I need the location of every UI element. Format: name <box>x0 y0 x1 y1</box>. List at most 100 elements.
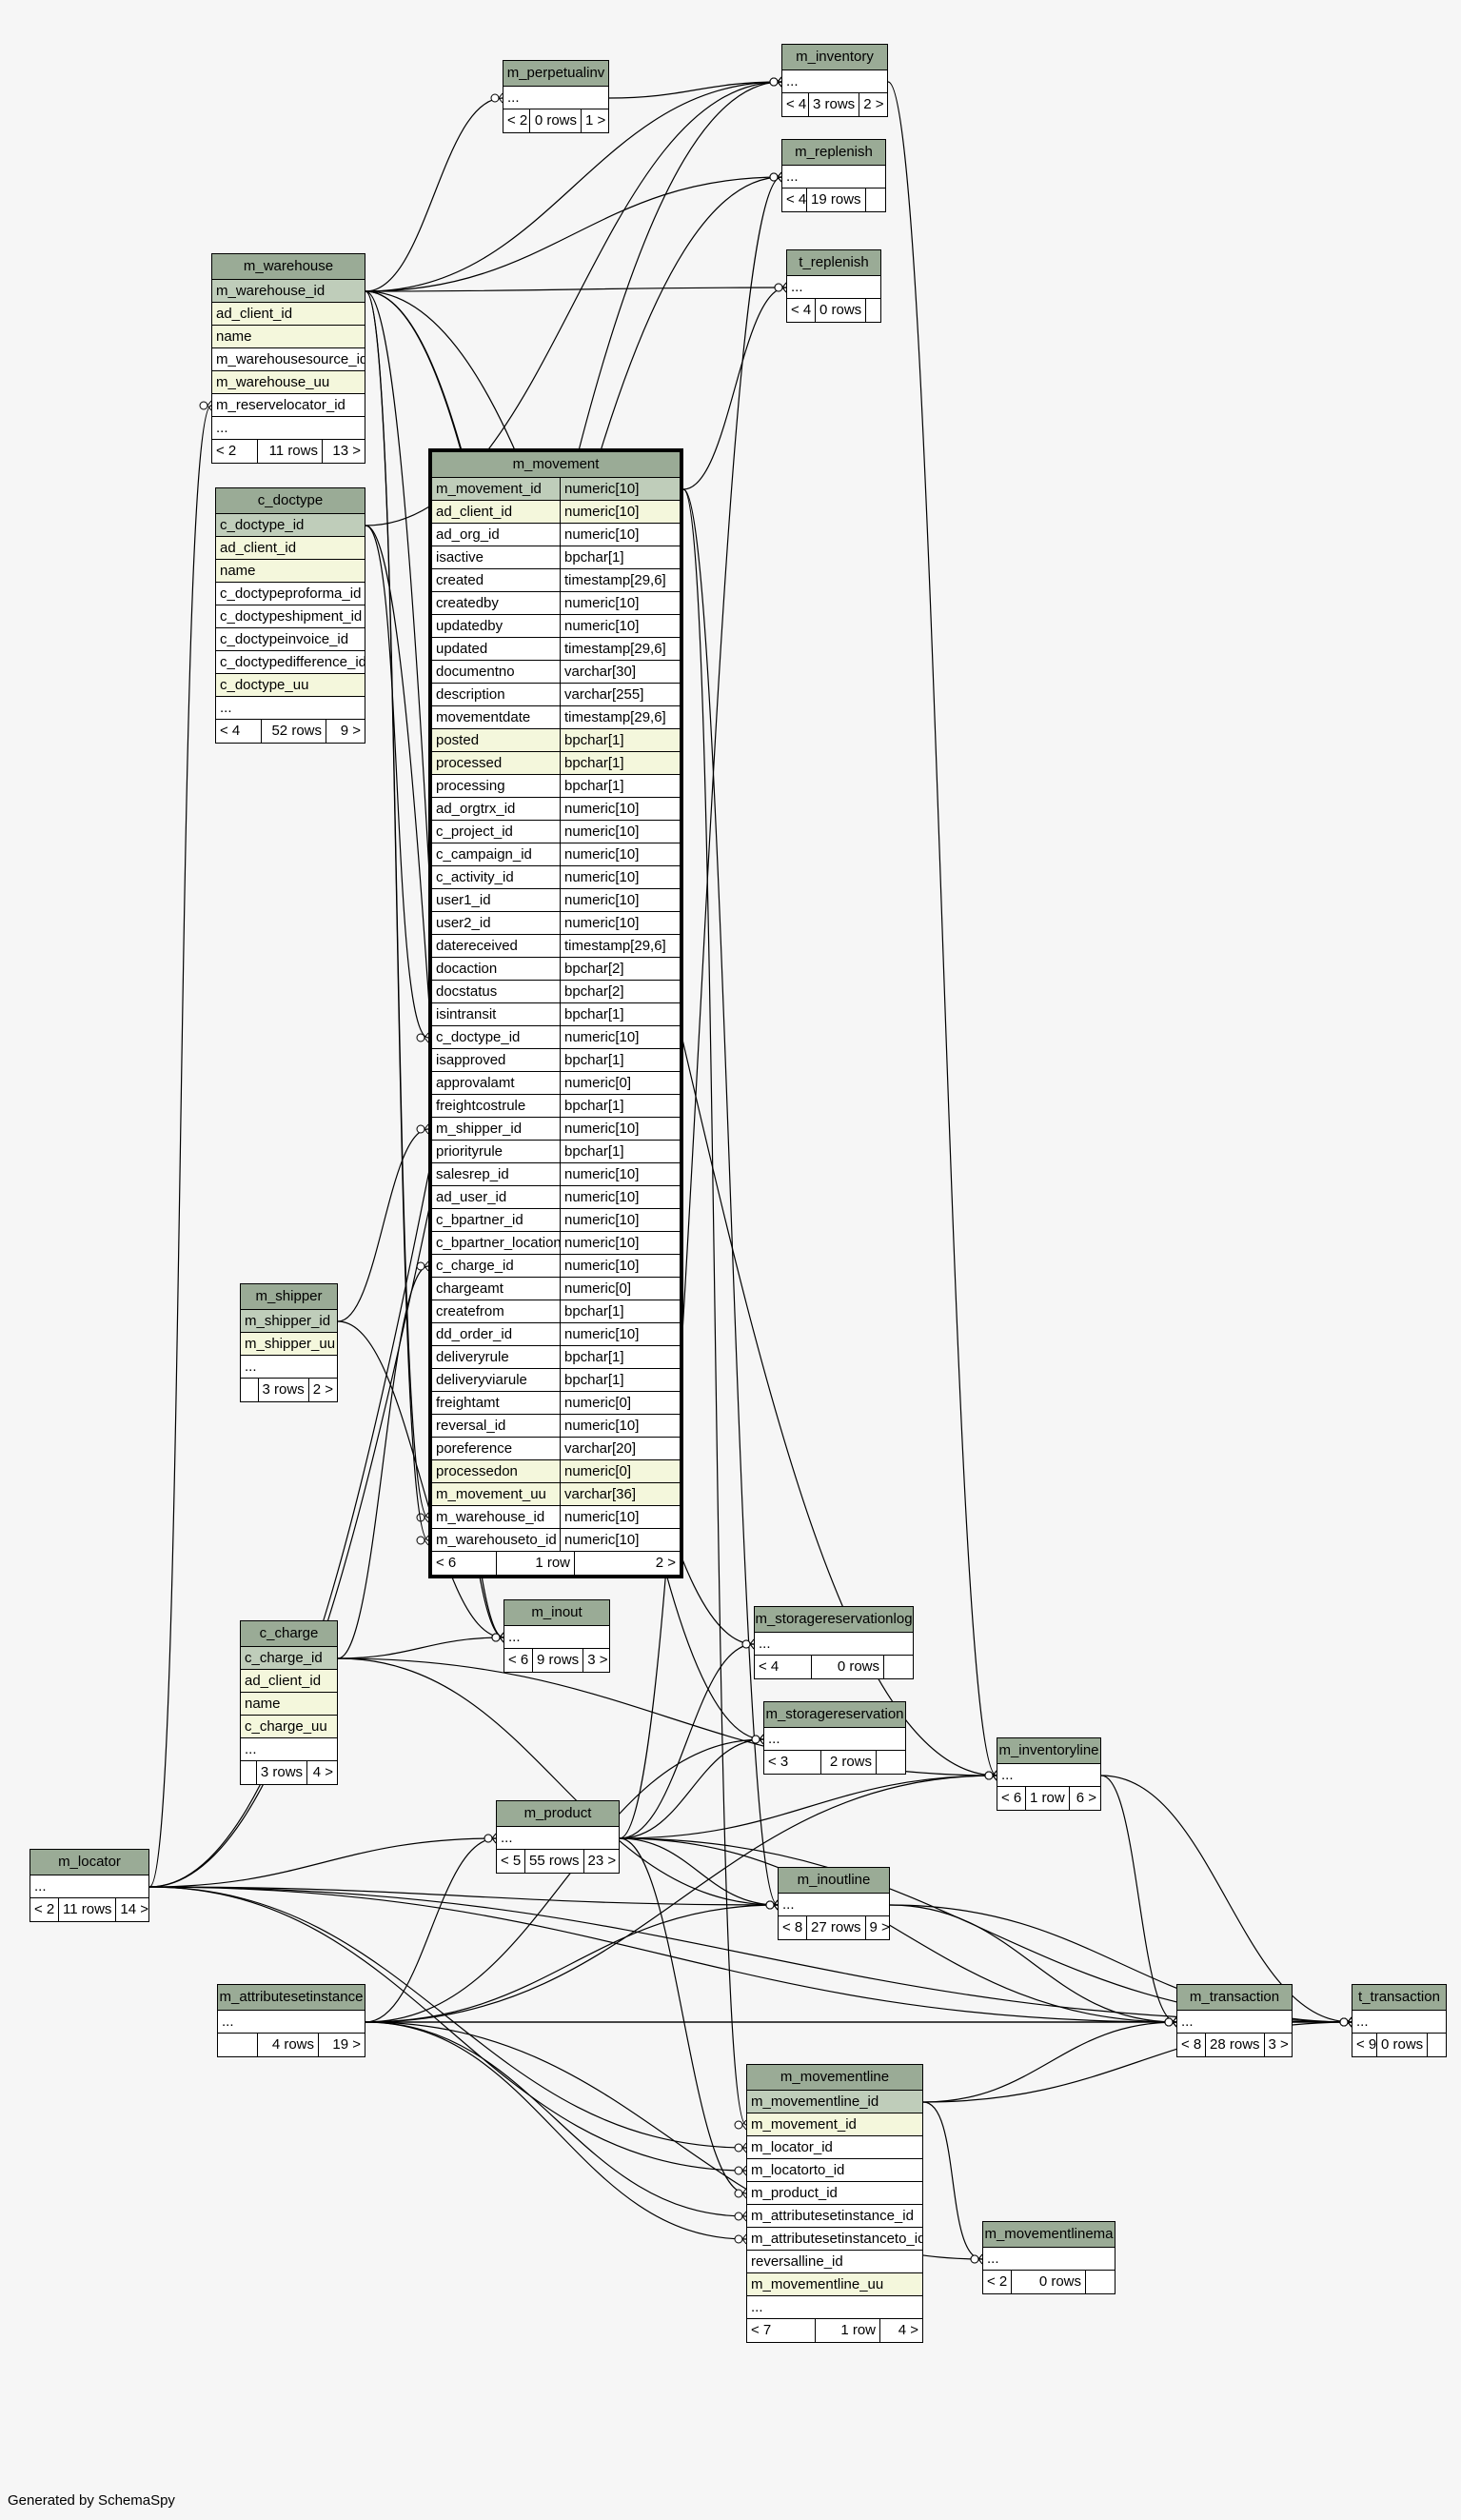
parents-link[interactable]: < 2 <box>212 440 258 463</box>
more-columns[interactable]: ... <box>1352 2011 1446 2034</box>
column-row[interactable]: c_doctype_id <box>216 514 365 537</box>
table-header[interactable]: m_replenish <box>782 140 885 166</box>
more-columns[interactable]: ... <box>241 1738 337 1761</box>
children-link[interactable] <box>1428 2034 1446 2056</box>
column-row[interactable]: c_doctypeshipment_id <box>216 605 365 628</box>
children-link[interactable]: 2 > <box>863 96 884 112</box>
children-link[interactable] <box>866 189 885 211</box>
table-header[interactable]: m_perpetualinv <box>503 61 608 87</box>
children-link[interactable] <box>877 1751 905 1774</box>
column-row[interactable]: m_locator_id <box>747 2136 922 2159</box>
more-columns[interactable]: ... <box>787 276 880 299</box>
column-row[interactable]: m_movementline_id <box>747 2091 922 2113</box>
table-header[interactable]: m_locator <box>30 1850 148 1875</box>
table-header[interactable]: t_replenish <box>787 250 880 276</box>
children-link[interactable]: 1 > <box>585 112 606 129</box>
column-row[interactable]: m_product_id <box>747 2182 922 2205</box>
column-row[interactable]: c_charge_id <box>241 1647 337 1670</box>
children-link[interactable] <box>884 1656 913 1678</box>
more-columns[interactable]: ... <box>983 2248 1115 2271</box>
table-header[interactable]: t_transaction <box>1352 1985 1446 2011</box>
more-columns[interactable]: ... <box>503 87 608 109</box>
children-link[interactable]: 2 > <box>312 1381 333 1398</box>
table-header[interactable]: m_storagereservationlog <box>755 1607 913 1633</box>
more-columns[interactable]: ... <box>747 2296 922 2319</box>
table-header[interactable]: c_charge <box>241 1621 337 1647</box>
table-header[interactable]: m_transaction <box>1177 1985 1292 2011</box>
table-header[interactable]: m_inout <box>504 1600 609 1626</box>
more-columns[interactable]: ... <box>212 417 365 440</box>
parents-link[interactable] <box>241 1761 257 1784</box>
column-row[interactable]: ad_client_id <box>216 537 365 560</box>
children-link[interactable]: 4 > <box>312 1764 333 1780</box>
column-row[interactable]: c_doctypeproforma_id <box>216 583 365 605</box>
children-link[interactable]: 9 > <box>340 723 361 739</box>
parents-link[interactable]: < 4 <box>782 189 807 211</box>
column-row[interactable]: m_shipper_id <box>241 1310 337 1333</box>
table-header[interactable]: m_warehouse <box>212 254 365 280</box>
children-link[interactable]: 3 > <box>1268 2036 1289 2053</box>
parents-link[interactable]: < 2 <box>983 2271 1012 2293</box>
more-columns[interactable]: ... <box>997 1764 1100 1787</box>
children-link[interactable]: 4 > <box>898 2322 918 2338</box>
parents-link[interactable]: < 8 <box>779 1916 807 1939</box>
more-columns[interactable]: ... <box>782 166 885 189</box>
column-row[interactable]: m_reservelocator_id <box>212 394 365 417</box>
more-columns[interactable]: ... <box>497 1827 619 1850</box>
column-row[interactable]: m_attributesetinstance_id <box>747 2205 922 2228</box>
more-columns[interactable]: ... <box>779 1894 889 1916</box>
table-header[interactable]: m_product <box>497 1801 619 1827</box>
table-header[interactable]: m_storagereservation <box>764 1702 905 1728</box>
table-header[interactable]: m_movementlinema <box>983 2222 1115 2248</box>
column-row[interactable]: m_warehousesource_id <box>212 348 365 371</box>
column-row[interactable]: m_warehouse_uu <box>212 371 365 394</box>
column-row[interactable]: m_warehouse_id <box>212 280 365 303</box>
column-row[interactable]: m_shipper_uu <box>241 1333 337 1356</box>
more-columns[interactable]: ... <box>30 1875 148 1898</box>
parents-link[interactable]: < 5 <box>497 1850 525 1873</box>
more-columns[interactable]: ... <box>1177 2011 1292 2034</box>
column-row[interactable]: ad_client_id <box>241 1670 337 1693</box>
